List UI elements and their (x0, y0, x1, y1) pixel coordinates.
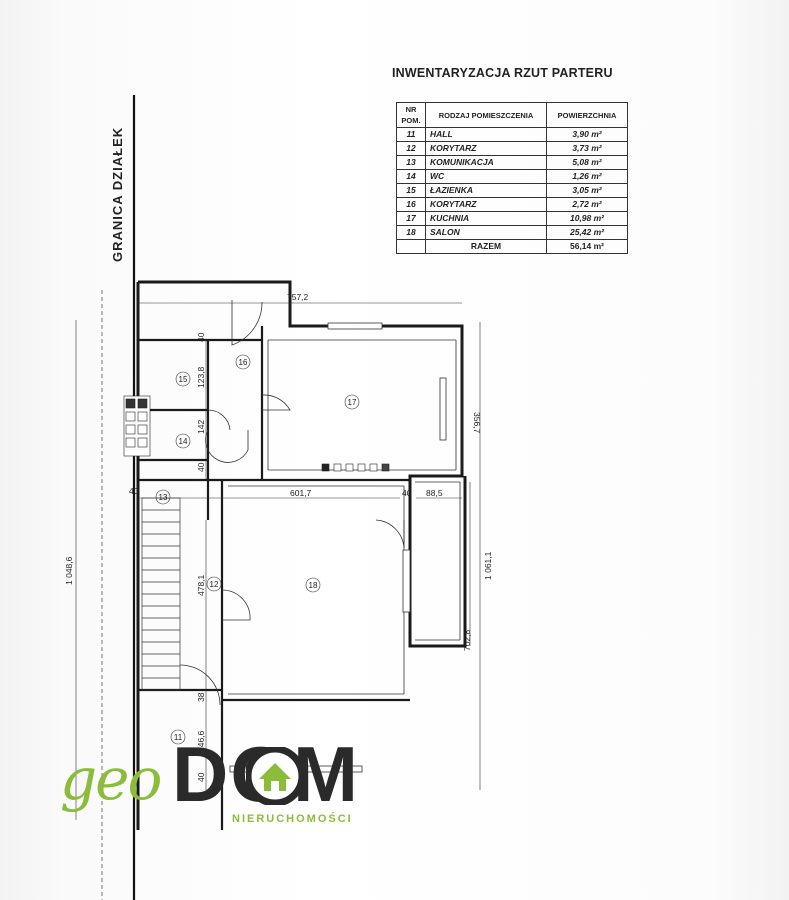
geodom-logo: geo DOM NIERUCHOMOŚCI (60, 730, 400, 835)
room-label-17: 17 (348, 398, 357, 407)
dim-146: 146,6 (196, 730, 206, 752)
room-label-13: 13 (159, 493, 168, 502)
dim-40-bottom: 40 (196, 772, 206, 782)
logo-geo-text: geo (60, 745, 162, 813)
cell-total-area: 56,14 m² (546, 239, 628, 254)
room-label-16: 16 (239, 358, 248, 367)
table-header-row: NR POM. RODZAJ POMIESZCZENIA POWIERZCHNI… (396, 102, 628, 128)
dim-1048: 1 048,6 (64, 556, 74, 585)
dim-40-left: 40 (129, 486, 139, 496)
dim-702: 702,8 (462, 629, 472, 651)
exterior-walls (136, 280, 467, 830)
dim-885: 88,5 (426, 488, 443, 498)
dim-356: 356,7 (472, 412, 482, 434)
room-label-14: 14 (179, 437, 188, 446)
dimension-labels: 757,2 1 048,6 1 061,1 601,7 88,5 40 40 4… (64, 292, 493, 782)
dim-601: 601,7 (290, 488, 312, 498)
room-area-table: NR POM. RODZAJ POMIESZCZENIA POWIERZCHNI… (396, 102, 628, 254)
dim-40-right: 40 (402, 488, 412, 498)
dim-757: 757,2 (287, 292, 309, 302)
dim-38: 38 (196, 692, 206, 702)
kitchen-counter (321, 463, 390, 472)
header-area: POWIERZCHNIA (546, 102, 628, 128)
dim-142: 142 (196, 420, 206, 434)
logo-subtitle: NIERUCHOMOŚCI (232, 813, 353, 825)
plan-title: INWENTARYZACJA RZUT PARTERU (392, 66, 613, 80)
dim-40-mid: 40 (196, 462, 206, 472)
ventilation-ducts (123, 395, 151, 457)
house-icon (246, 747, 304, 805)
dim-478: 478,1 (196, 574, 206, 596)
dim-123: 123,8 (196, 366, 206, 388)
dimension-lines (75, 302, 481, 820)
room-label-15: 15 (179, 375, 188, 384)
room-label-18: 18 (309, 581, 318, 590)
header-name: RODZAJ POMIESZCZENIA (425, 102, 547, 128)
room-labels: 15 16 17 14 13 12 18 11 (155, 354, 360, 745)
dim-40-top: 40 (196, 332, 206, 342)
stairs (141, 497, 181, 691)
room-label-11: 11 (174, 733, 183, 742)
room-label-12: 12 (210, 580, 219, 589)
dim-1061: 1 061,1 (483, 551, 493, 580)
door-swings (179, 300, 405, 706)
cell-total-name: RAZEM (425, 239, 547, 254)
